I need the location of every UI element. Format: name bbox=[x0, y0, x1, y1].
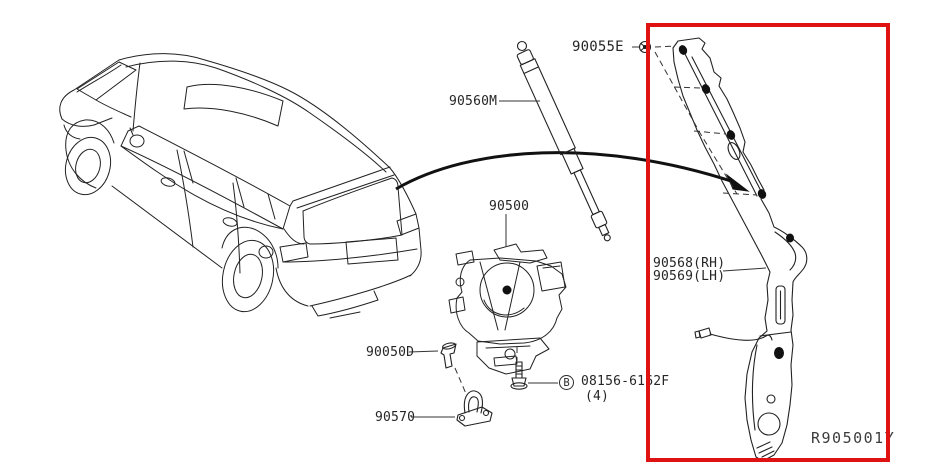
clip-drawing bbox=[440, 342, 457, 369]
leader-lines bbox=[408, 46, 767, 418]
diagram-ref-code: R905001Y bbox=[811, 429, 896, 447]
striker-drawing bbox=[456, 390, 493, 427]
lock-assembly-drawing bbox=[448, 243, 567, 375]
screw-size-badge: B bbox=[559, 375, 574, 390]
pin-bolt-drawing bbox=[638, 40, 652, 54]
part-label-side-rail-lh: 90569(LH) bbox=[653, 269, 726, 284]
part-label-back-door-stay: 90560M bbox=[449, 94, 498, 109]
screw-badge-letter: B bbox=[563, 376, 570, 389]
wire-harness-drawing bbox=[694, 327, 773, 341]
part-label-pin-bolt: 90055E bbox=[572, 39, 624, 55]
vehicle-illustration bbox=[59, 53, 422, 319]
part-label-screw: 08156-6162F bbox=[581, 374, 670, 389]
pointer-arrow bbox=[395, 151, 750, 192]
alignment-dash-lines bbox=[454, 45, 758, 397]
part-label-clip: 90050D bbox=[366, 345, 415, 360]
part-label-back-door-lock: 90500 bbox=[489, 199, 530, 214]
side-rail-drawing bbox=[672, 37, 808, 462]
part-label-side-rail-rh: 90568(RH) bbox=[653, 256, 726, 271]
screw-drawing bbox=[510, 361, 528, 390]
part-label-striker: 90570 bbox=[375, 410, 416, 425]
part-label-screw-qty: (4) bbox=[585, 389, 610, 404]
gas-strut-drawing bbox=[516, 40, 611, 242]
